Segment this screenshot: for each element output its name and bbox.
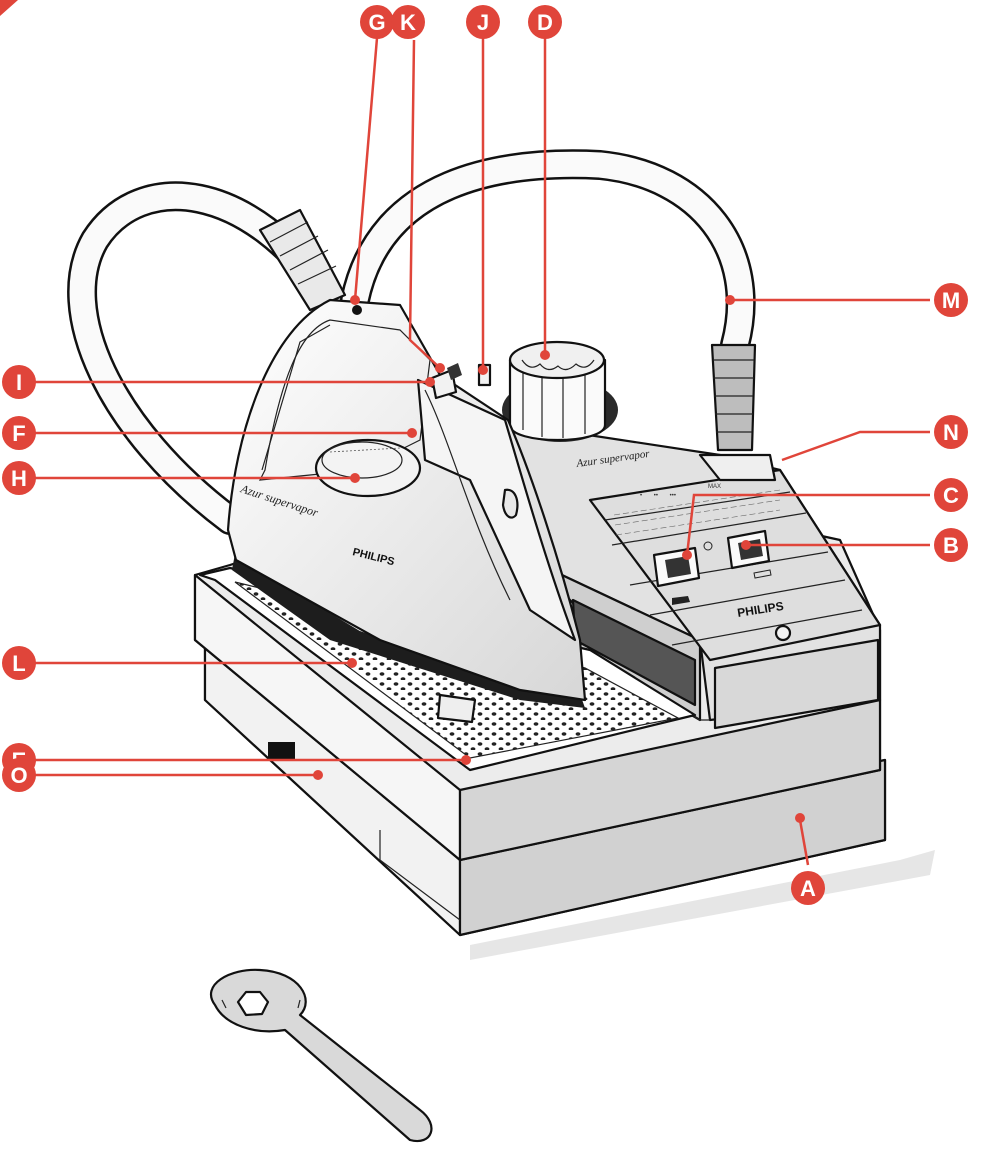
steam-max-label: MAX xyxy=(708,484,721,490)
callout-letter: F xyxy=(12,421,25,446)
callout-letter: D xyxy=(537,10,553,35)
leader-dots xyxy=(313,295,805,823)
cord-storage xyxy=(698,453,777,482)
callout-circle xyxy=(360,5,394,39)
callout-letter: I xyxy=(16,370,22,395)
callout-n: N xyxy=(934,415,968,449)
spray-button[interactable] xyxy=(501,488,519,519)
iron-heel-rest xyxy=(436,693,477,724)
power-symbol-icon xyxy=(753,569,772,579)
callout-circle xyxy=(391,5,425,39)
steam-switch[interactable] xyxy=(652,546,701,588)
steam-iron: Azur supervapor PHILIPS xyxy=(226,298,587,724)
callout-circle xyxy=(934,415,968,449)
iron-symbol-icon xyxy=(672,596,690,605)
leader-lines xyxy=(35,37,930,866)
callout-j: J xyxy=(466,5,500,39)
callout-circle xyxy=(528,5,562,39)
callout-circle xyxy=(934,283,968,317)
callout-letter: B xyxy=(943,533,959,558)
callout-m: M xyxy=(934,283,968,317)
callout-circle xyxy=(791,871,825,905)
callout-circle xyxy=(934,528,968,562)
cord-release-button[interactable] xyxy=(774,624,792,642)
callout-letter: J xyxy=(477,10,489,35)
corner-mark xyxy=(0,0,18,16)
callout-circle xyxy=(934,478,968,512)
callout-circle xyxy=(2,416,36,450)
indicator-light xyxy=(703,541,713,551)
callout-l: L xyxy=(2,646,36,680)
callout-k: K xyxy=(391,5,425,39)
callout-b: B xyxy=(934,528,968,562)
callout-h: H xyxy=(2,461,36,495)
callout-letter: G xyxy=(368,10,385,35)
callout-circle xyxy=(466,5,500,39)
callout-letter: K xyxy=(400,10,416,35)
filler-cap[interactable] xyxy=(502,340,618,442)
callout-c: C xyxy=(934,478,968,512)
callout-circle xyxy=(2,758,36,792)
callout-letter: L xyxy=(12,651,25,676)
cap-wrench xyxy=(209,968,433,1143)
power-switch[interactable] xyxy=(726,529,771,570)
steam-setting-chart: • •• ••• MAX xyxy=(613,484,781,536)
callout-a: A xyxy=(791,871,825,905)
callout-letter: O xyxy=(10,763,27,788)
callout-g: G xyxy=(360,5,394,39)
hose-entry xyxy=(352,305,362,315)
callout-circle xyxy=(2,365,36,399)
callout-i: I xyxy=(2,365,36,399)
callout-o: O xyxy=(2,758,36,792)
hand-grip-lock[interactable] xyxy=(447,363,462,380)
callout-letter: H xyxy=(11,466,27,491)
callout-letter: A xyxy=(800,876,816,901)
callout-d: D xyxy=(528,5,562,39)
callout-f: F xyxy=(2,416,36,450)
callout-letter: M xyxy=(942,288,960,313)
callout-circle xyxy=(2,461,36,495)
callout-circle xyxy=(2,646,36,680)
callout-letter: N xyxy=(943,420,959,445)
callout-letter: C xyxy=(943,483,959,508)
temperature-dial[interactable] xyxy=(314,438,422,498)
svg-text:• •• •••: • •• ••• xyxy=(640,493,676,499)
supply-hose xyxy=(67,149,757,535)
